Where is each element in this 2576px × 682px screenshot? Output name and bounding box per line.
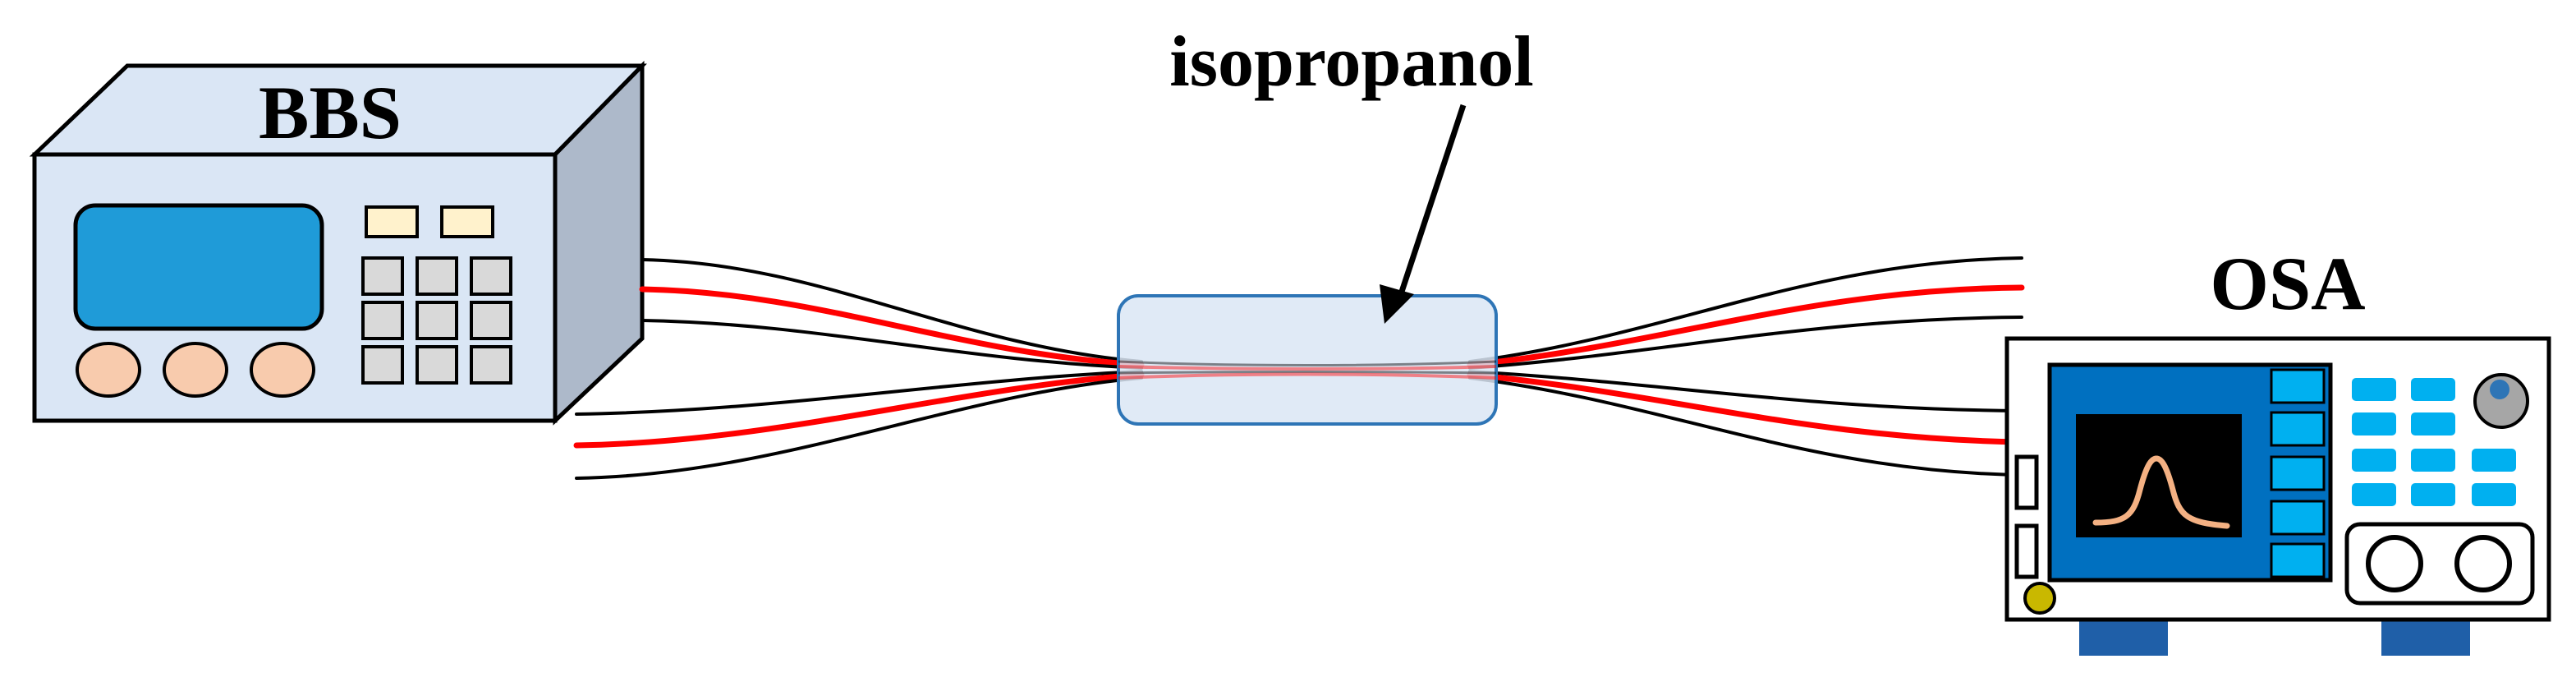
osa-key: [2411, 483, 2455, 506]
arrow-head: [1380, 284, 1414, 324]
fiber-black: [641, 258, 1143, 363]
osa-key: [2352, 378, 2396, 401]
bbs-indicator-1: [365, 205, 419, 238]
bbs-key: [470, 256, 512, 296]
osa-softkey: [2270, 455, 2326, 491]
bbs-key: [416, 345, 458, 385]
bbs-key: [361, 301, 404, 340]
osa-label: OSA: [2210, 242, 2365, 325]
bbs-key: [361, 256, 404, 296]
fiber-black: [641, 319, 1143, 370]
right-fiber-bundle: [1467, 256, 2025, 477]
isopropanol-arrow: [1380, 104, 1467, 324]
fibers-inside-tube: [1118, 360, 1497, 380]
osa-softkey: [2270, 411, 2326, 447]
osa-port-2: [2014, 523, 2039, 579]
bbs-key: [361, 345, 404, 385]
fiber-black: [1468, 376, 2023, 477]
osa-key: [2352, 412, 2396, 435]
bbs-indicator-2: [440, 205, 494, 238]
isopropanol-label: isopropanol: [1169, 22, 1533, 102]
osa-key: [2472, 483, 2516, 506]
bbs-device: BBS: [29, 60, 647, 426]
osa-knob: [2473, 373, 2529, 429]
osa-key: [2352, 483, 2396, 506]
osa-port-1: [2014, 454, 2039, 510]
osa-keypad: [2352, 378, 2516, 506]
fiber-red: [639, 286, 1145, 368]
osa-key: [2411, 412, 2455, 435]
bbs-key: [416, 256, 458, 296]
fiber-core-inside: [1118, 372, 1497, 380]
bbs-display: [73, 203, 324, 331]
arrow-shaft: [1398, 104, 1467, 296]
osa-foot-left: [2079, 618, 2168, 656]
fiber-black: [575, 370, 1143, 416]
fiber-core-inside: [1118, 365, 1497, 371]
osa-spectrum-trace: [2092, 455, 2230, 529]
bbs-key: [470, 301, 512, 340]
fiber-black: [575, 376, 1143, 480]
bbs-round-button-2: [163, 342, 228, 398]
osa-softkeys: [2270, 368, 2326, 578]
fiber-red: [1467, 284, 2025, 368]
bbs-label: BBS: [259, 71, 402, 154]
osa-softkey: [2270, 542, 2326, 578]
osa-key: [2352, 449, 2396, 472]
bbs-round-button-3: [250, 342, 315, 398]
fiber-core-inside: [1118, 371, 1497, 375]
bbs-key: [470, 345, 512, 385]
left-fiber-bundle: [573, 258, 1145, 480]
bbs-keypad: [361, 256, 512, 385]
osa-key: [2411, 449, 2455, 472]
fiber-core-inside: [1118, 360, 1497, 366]
fiber-black: [1468, 256, 2023, 363]
osa-device: OSA: [2004, 242, 2551, 656]
osa-led: [2023, 582, 2056, 615]
osa-knob-dot: [2490, 380, 2509, 399]
isopropanol-cell: [1117, 294, 1498, 426]
osa-key: [2472, 449, 2516, 472]
osa-key: [2411, 378, 2455, 401]
fiber-red: [573, 371, 1145, 449]
osa-screen: [2076, 414, 2242, 537]
osa-softkey: [2270, 500, 2326, 536]
osa-softkey: [2270, 368, 2326, 404]
bbs-round-button-1: [76, 342, 141, 398]
osa-dial-left: [2366, 535, 2423, 592]
bbs-key: [416, 301, 458, 340]
fiber-black: [1468, 316, 2023, 370]
osa-foot-right: [2381, 618, 2470, 656]
isopropanol-tube: [1117, 294, 1498, 426]
fiber-red: [1467, 371, 2025, 445]
osa-dial-right: [2454, 535, 2512, 592]
fiber-black: [1468, 370, 2023, 412]
